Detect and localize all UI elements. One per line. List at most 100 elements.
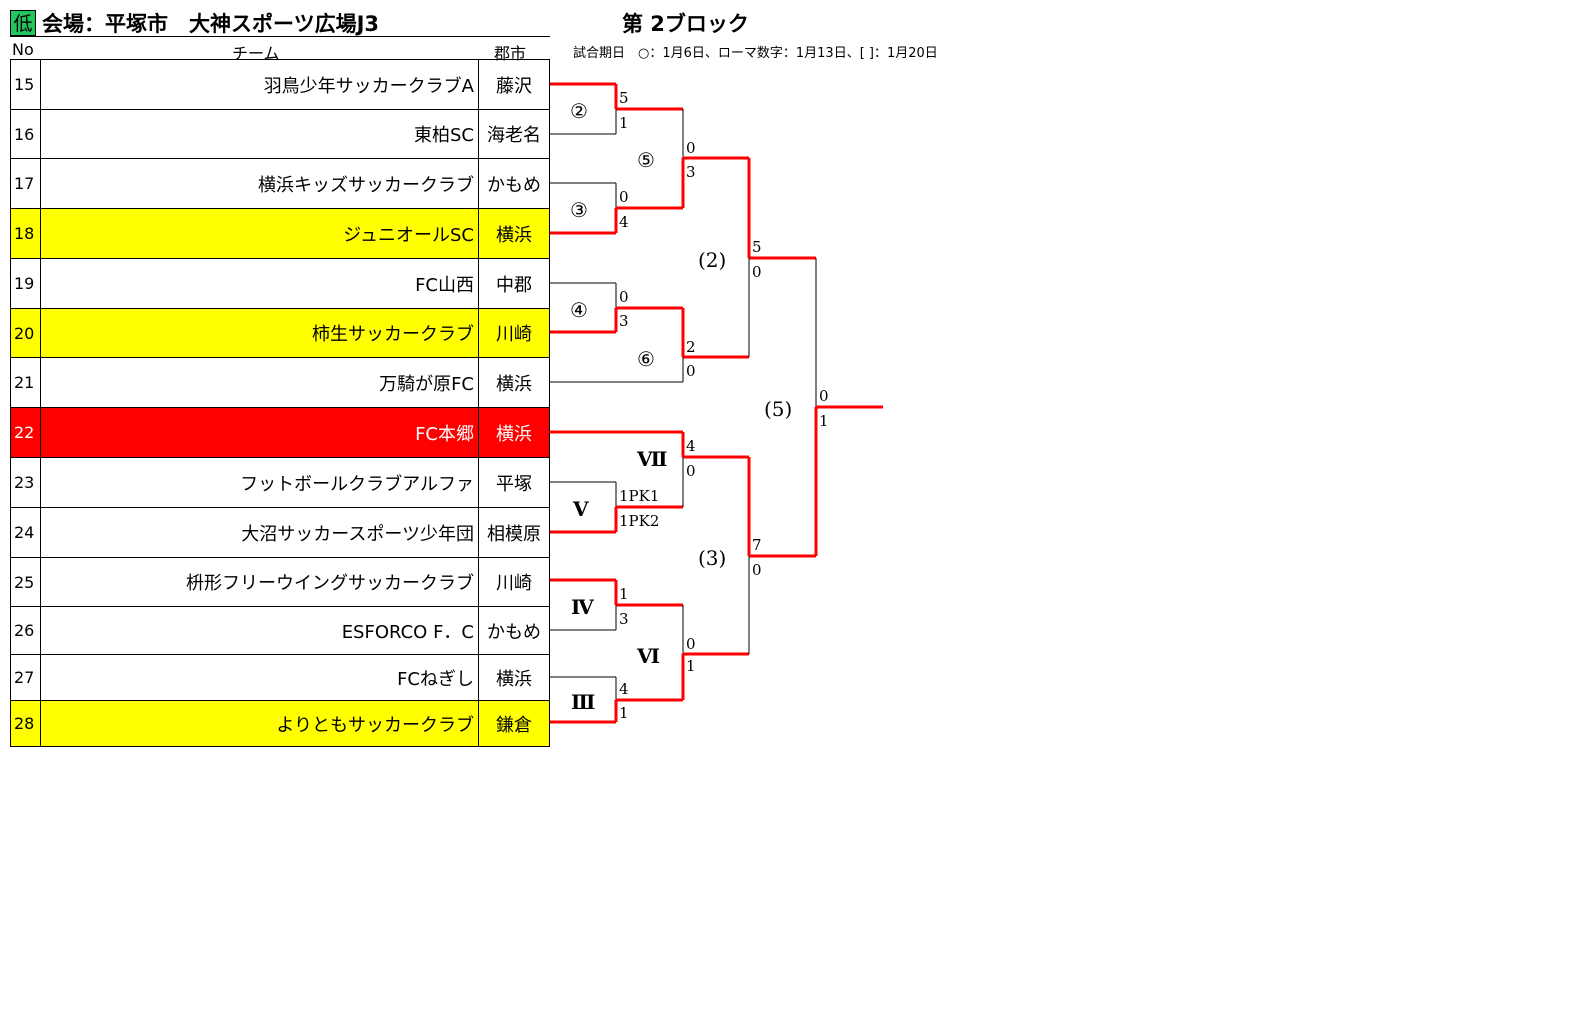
column-header-team: チーム	[232, 44, 280, 63]
team-no: 21	[10, 357, 41, 408]
match-score: 2	[686, 338, 696, 356]
match-label: Ⅵ	[636, 644, 660, 668]
team-name: ジュニオールSC	[40, 208, 479, 259]
team-city: 藤沢	[478, 59, 550, 110]
match-label: (5)	[764, 397, 792, 421]
team-no: 22	[10, 407, 41, 458]
match-score: 5	[752, 238, 762, 256]
team-city: 川崎	[478, 557, 550, 607]
match-score: 0	[819, 387, 829, 405]
team-no: 16	[10, 109, 41, 159]
team-no: 19	[10, 258, 41, 309]
team-no: 24	[10, 507, 41, 558]
team-name: 大沼サッカースポーツ少年団	[40, 507, 479, 558]
team-name: 東柏SC	[40, 109, 479, 159]
match-score: 4	[619, 680, 629, 698]
team-name: 羽鳥少年サッカークラブA	[40, 59, 479, 110]
team-name: よりともサッカークラブ	[40, 700, 479, 747]
team-city: 横浜	[478, 357, 550, 408]
team-city: 相模原	[478, 507, 550, 558]
match-label: (3)	[698, 546, 726, 570]
team-name: FC本郷	[40, 407, 479, 458]
venue-title: 会場：平塚市 大神スポーツ広場J3	[42, 12, 380, 36]
match-score: 1	[619, 704, 629, 722]
match-score: 0	[686, 635, 696, 653]
team-no: 20	[10, 308, 41, 358]
level-badge: 低	[10, 10, 36, 36]
match-score: 7	[752, 536, 762, 554]
team-name: フットボールクラブアルファ	[40, 457, 479, 508]
bracket-text: ②③④⑤⑥ⅤⅣⅢⅦⅥ(2)(3)(5)51040303201PK11PK2401…	[570, 89, 829, 722]
match-score: 3	[686, 163, 696, 181]
team-name: FCねぎし	[40, 654, 479, 701]
team-no: 27	[10, 654, 41, 701]
match-score: 0	[686, 462, 696, 480]
team-name: 枡形フリーウイングサッカークラブ	[40, 557, 479, 607]
match-label: ④	[570, 298, 588, 322]
match-label: ⑤	[637, 148, 655, 172]
match-score: 1	[819, 412, 829, 430]
column-header-city: 郡市	[494, 44, 527, 63]
match-score: 5	[619, 89, 629, 107]
match-score: 1	[619, 585, 629, 603]
column-header-no: No	[12, 40, 34, 59]
match-score: 3	[619, 610, 629, 628]
team-city: 中郡	[478, 258, 550, 309]
team-name: FC山西	[40, 258, 479, 309]
match-score: 0	[686, 362, 696, 380]
match-score: 3	[619, 312, 629, 330]
match-label: Ⅴ	[572, 497, 589, 521]
team-city: かもめ	[478, 158, 550, 209]
team-no: 23	[10, 457, 41, 508]
team-city: 海老名	[478, 109, 550, 159]
match-score: 4	[686, 437, 696, 455]
bracket-lines	[550, 82, 883, 724]
team-name: 横浜キッズサッカークラブ	[40, 158, 479, 209]
team-no: 18	[10, 208, 41, 259]
match-score: 0	[619, 188, 629, 206]
team-city: 横浜	[478, 407, 550, 458]
title-underline	[10, 36, 550, 37]
team-no: 25	[10, 557, 41, 607]
match-score: 0	[752, 263, 762, 281]
match-score: 0	[686, 139, 696, 157]
match-score: 1	[619, 114, 629, 132]
team-no: 28	[10, 700, 41, 747]
team-city: かもめ	[478, 606, 550, 655]
team-city: 鎌倉	[478, 700, 550, 747]
match-label: ③	[570, 198, 588, 222]
team-no: 15	[10, 59, 41, 110]
match-score: 1PK2	[619, 512, 659, 530]
team-city: 横浜	[478, 654, 550, 701]
match-score: 0	[619, 288, 629, 306]
match-label: Ⅲ	[571, 690, 595, 714]
match-label: ⑥	[637, 347, 655, 371]
team-no: 17	[10, 158, 41, 209]
match-score: 1PK1	[619, 487, 659, 505]
team-city: 横浜	[478, 208, 550, 259]
match-label: Ⅶ	[636, 447, 668, 471]
match-label: Ⅳ	[571, 595, 594, 619]
team-city: 川崎	[478, 308, 550, 358]
block-title: 第 2ブロック	[622, 12, 749, 36]
match-score: 0	[752, 561, 762, 579]
match-score: 4	[619, 213, 629, 231]
match-label: (2)	[698, 248, 726, 272]
team-no: 26	[10, 606, 41, 655]
team-name: ESFORCO F．C	[40, 606, 479, 655]
match-dates-note: 試合期日 ○：1月6日、ローマ数字：1月13日、[ ]：1月20日	[573, 46, 938, 61]
